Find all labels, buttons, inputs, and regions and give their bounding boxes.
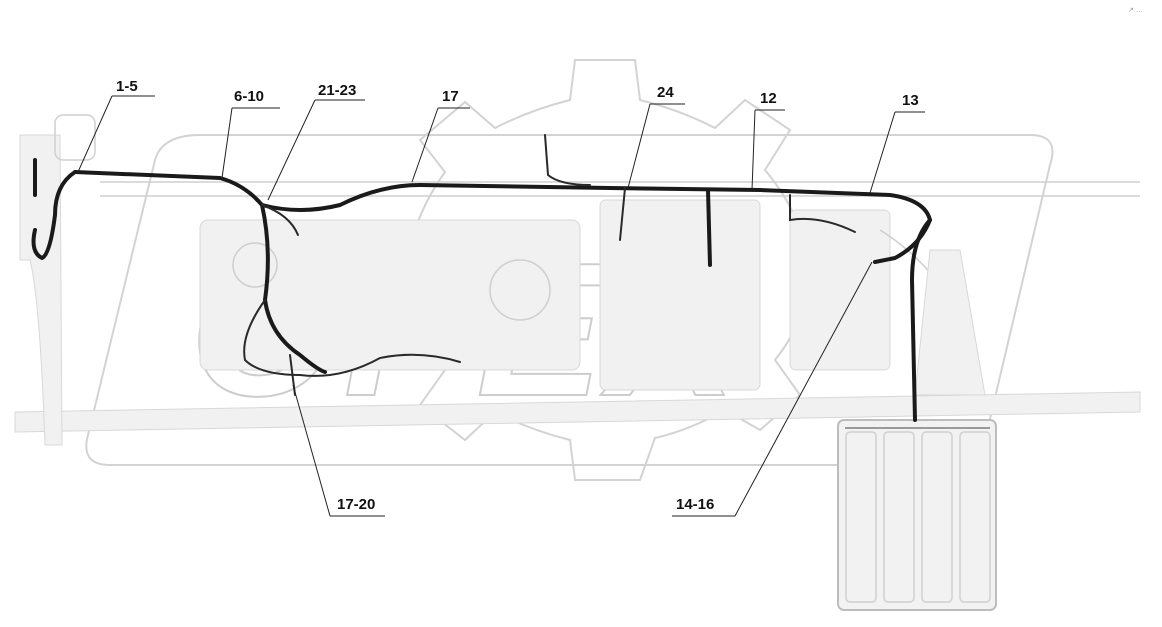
callouts: 1-5 6-10 21-23 17 24 12 13 17-20 14-16 [116,78,919,513]
frame-rail [14,391,1141,433]
watermark-gear [379,59,846,481]
harness-engine-drop [260,203,327,374]
callout-24: 24 [657,84,674,101]
transmission [599,199,761,391]
chassis-background [14,114,1141,446]
harness-left-loop [31,170,77,260]
callout-17-20: 17-20 [337,496,375,513]
rear-support [914,249,986,396]
callout-1-5: 1-5 [116,78,138,95]
gearbox-housing [789,209,891,371]
callout-14-16: 14-16 [676,496,714,513]
callout-21-23: 21-23 [318,82,356,99]
callout-12: 12 [760,90,777,107]
callout-17: 17 [442,88,459,105]
callout-6-10: 6-10 [234,88,264,105]
corner-mark: ↗ … [1128,7,1143,14]
left-bracket [19,134,63,446]
battery-box [837,419,997,611]
leader-lines [77,95,925,517]
engine-block [199,219,581,371]
harness-rear-drop [910,218,932,422]
callout-13: 13 [902,92,919,109]
